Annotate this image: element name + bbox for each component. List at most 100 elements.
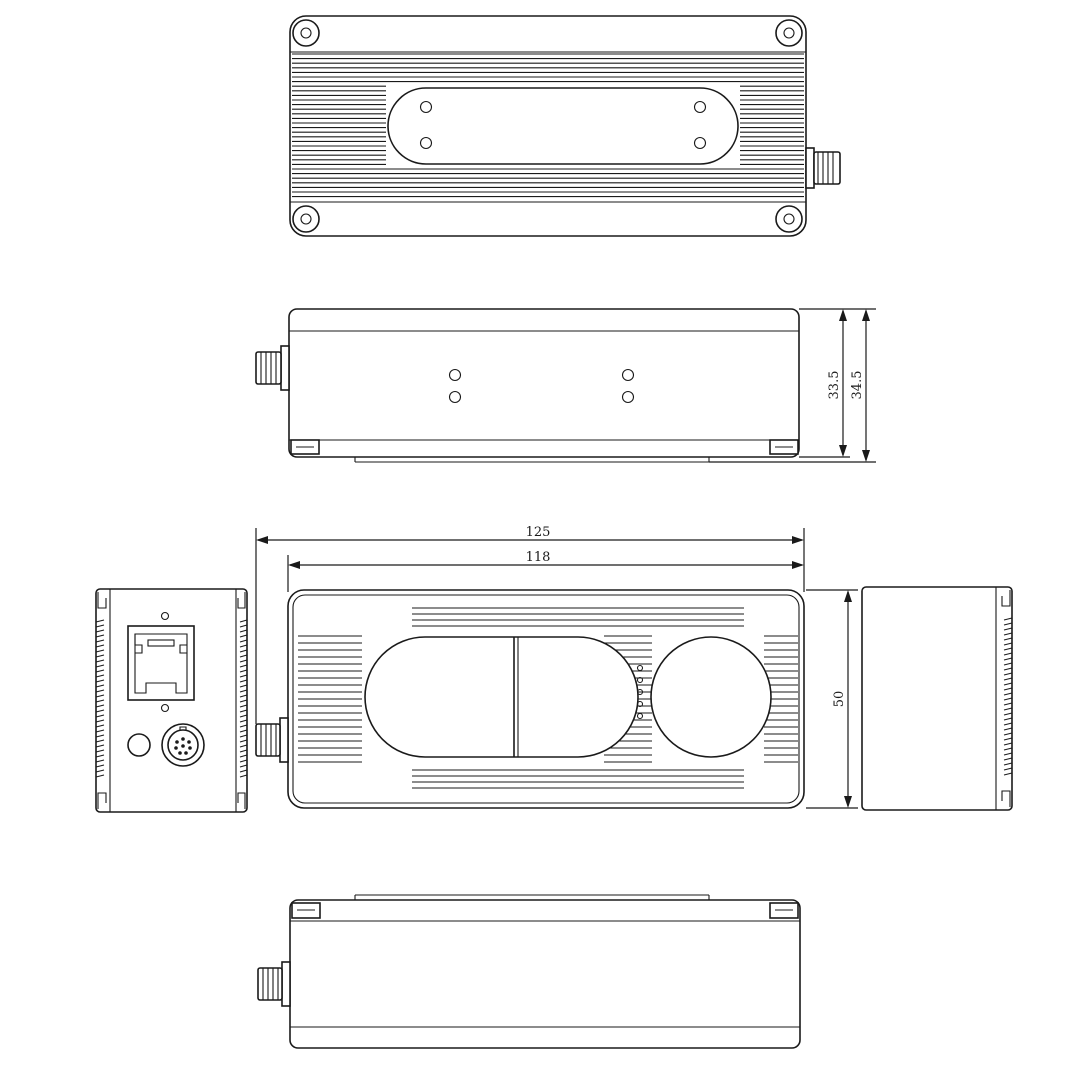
fin-line <box>95 659 105 663</box>
fin-line <box>1003 742 1013 746</box>
fin-line <box>1003 762 1013 766</box>
fin-line <box>1003 722 1013 726</box>
fin-line <box>239 729 248 733</box>
fin-line <box>239 739 248 743</box>
fin-line <box>95 694 105 698</box>
fin-line <box>239 699 248 703</box>
fin-line <box>239 644 248 648</box>
fin-line <box>1003 732 1013 736</box>
fin-line <box>239 669 248 673</box>
bottom-view-foot <box>291 902 799 919</box>
fin-line <box>95 679 105 683</box>
fin-line <box>1003 682 1013 686</box>
sma-connector-icon <box>257 961 291 1007</box>
fin-line <box>1003 767 1013 771</box>
side-view <box>255 308 800 463</box>
fin-line <box>1003 652 1013 656</box>
fin-line <box>95 644 105 648</box>
mounting-plate <box>387 87 739 165</box>
fin-line <box>239 744 248 748</box>
fin-line <box>95 664 105 668</box>
fin-line <box>95 649 105 653</box>
fin-line <box>95 699 105 703</box>
fin-line <box>239 674 248 678</box>
fin-line <box>239 759 248 763</box>
fin-line <box>95 769 105 773</box>
fin-line <box>239 629 248 633</box>
fin-line <box>239 764 248 768</box>
fin-line <box>239 714 248 718</box>
fin-line <box>95 739 105 743</box>
fin-line <box>1003 637 1013 641</box>
mounting-hole <box>448 368 635 404</box>
mounting-hole <box>419 100 707 150</box>
fin-line <box>95 754 105 758</box>
fin-line <box>95 724 105 728</box>
fin-line <box>1003 747 1013 751</box>
fin-line <box>239 619 248 623</box>
fin-line <box>95 744 105 748</box>
total-length-label: 125 <box>526 525 551 540</box>
fin-line <box>95 774 105 778</box>
width-label: 50 <box>832 691 847 708</box>
fin-line <box>95 684 105 688</box>
indicator-dots <box>636 664 644 720</box>
fin-line <box>95 619 105 623</box>
fin-line <box>1003 707 1013 711</box>
fin-line <box>95 714 105 718</box>
width-dimension: 50 <box>806 589 858 809</box>
left-end-view <box>95 588 248 813</box>
fin-line <box>1003 712 1013 716</box>
front-view <box>255 589 805 809</box>
fin-line <box>95 719 105 723</box>
fin-line <box>1003 702 1013 706</box>
fin-line <box>239 694 248 698</box>
fin-line <box>95 674 105 678</box>
fin-line <box>239 624 248 628</box>
fin-line <box>239 734 248 738</box>
fin-line <box>1003 772 1013 776</box>
right-end-view <box>861 586 1013 811</box>
top-view <box>289 15 841 237</box>
height-dimension: 33.5 34.5 <box>709 308 876 463</box>
fin-line <box>239 684 248 688</box>
side-view-foot <box>290 439 799 455</box>
fin-line <box>1003 672 1013 676</box>
fin-line <box>1003 717 1013 721</box>
fin-line <box>1003 727 1013 731</box>
fin-line <box>239 679 248 683</box>
fin-line <box>239 639 248 643</box>
sma-connector-icon <box>805 147 841 189</box>
fin-line <box>239 634 248 638</box>
fin-line <box>95 759 105 763</box>
body-length-label: 118 <box>526 550 551 565</box>
sma-connector-icon <box>255 717 289 763</box>
fin-line <box>1003 752 1013 756</box>
fin-line <box>95 624 105 628</box>
fin-line <box>95 704 105 708</box>
top-view-fins <box>290 51 806 203</box>
fin-line <box>95 629 105 633</box>
fin-line <box>95 709 105 713</box>
fin-line <box>1003 737 1013 741</box>
fin-line <box>239 769 248 773</box>
round-connector-icon <box>161 723 205 767</box>
fin-line <box>1003 757 1013 761</box>
fin-line <box>1003 677 1013 681</box>
fin-line <box>95 749 105 753</box>
end-view-clip <box>97 592 246 809</box>
height-body-label: 33.5 <box>827 371 842 400</box>
bottom-view <box>257 894 801 1049</box>
fin-line <box>239 659 248 663</box>
fin-line <box>1003 697 1013 701</box>
fin-line <box>1003 667 1013 671</box>
fin-line <box>95 639 105 643</box>
fin-line <box>95 729 105 733</box>
end-view-clip <box>1001 590 1011 807</box>
fin-line <box>95 669 105 673</box>
fin-line <box>239 689 248 693</box>
fin-line <box>1003 657 1013 661</box>
fin-line <box>239 724 248 728</box>
fin-line <box>1003 687 1013 691</box>
